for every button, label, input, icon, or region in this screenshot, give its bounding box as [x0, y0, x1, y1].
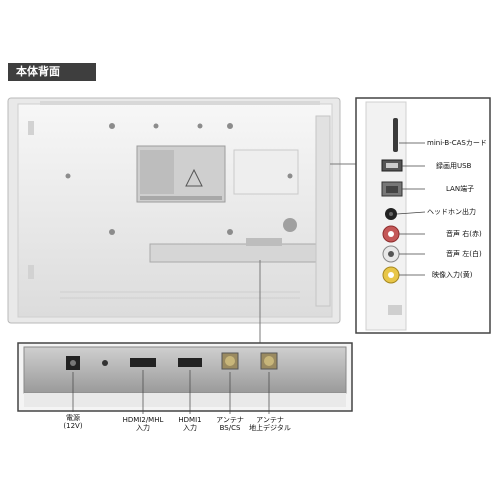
label-antenna-terrestrial: アンテナ 地上デジタル: [249, 416, 291, 432]
callout-lines: [259, 163, 356, 345]
label-hdmi2: HDMI2/MHL 入力: [122, 416, 164, 432]
label-usb: 録画用USB: [436, 162, 472, 170]
label-audio-right: 音声 右(赤): [446, 230, 482, 238]
label-audio-left: 音声 左(白): [446, 250, 482, 258]
label-mini-bcas: mini-B-CASカード: [427, 139, 487, 147]
label-lan: LAN端子: [446, 185, 475, 193]
label-antenna-bs: アンテナ BS/CS: [216, 416, 244, 432]
side-panel-callout: [355, 97, 491, 334]
bottom-terminal-callout: [17, 342, 353, 414]
label-video: 映像入力(黄): [432, 271, 473, 279]
label-headphone: ヘッドホン出力: [427, 208, 476, 216]
label-hdmi1: HDMI1 入力: [178, 416, 202, 432]
section-title: 本体背面: [8, 63, 96, 81]
tv-back-body: [7, 97, 341, 324]
label-power: 電源 (12V): [63, 414, 83, 430]
